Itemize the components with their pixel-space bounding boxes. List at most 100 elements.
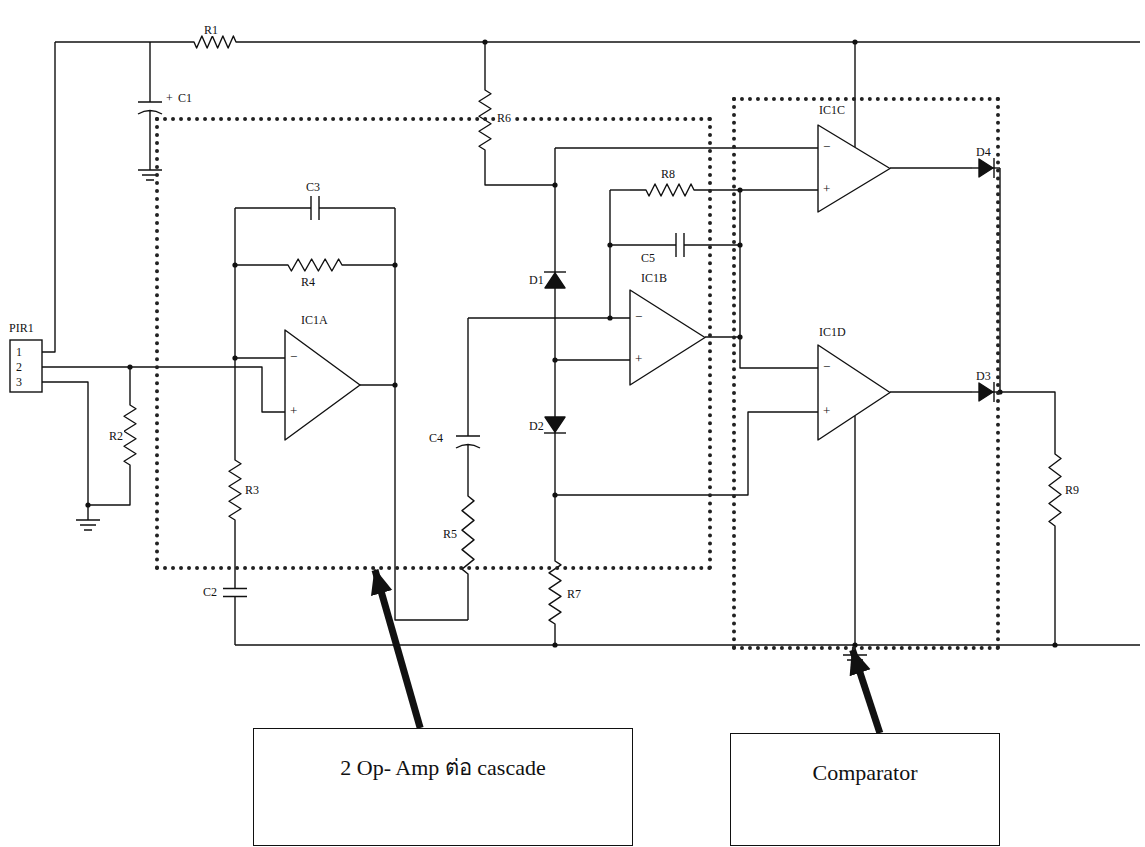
wire	[890, 391, 972, 392]
component-label: C2	[202, 586, 218, 598]
component-label: R9	[1064, 484, 1080, 496]
junction-dot	[1052, 642, 1057, 647]
wire	[740, 190, 818, 368]
resistor-symbol	[549, 540, 561, 645]
opamp-symbol	[630, 290, 705, 385]
component-label: PIR1	[8, 322, 35, 334]
component-label: C4	[428, 432, 444, 444]
diode-symbol	[979, 159, 993, 177]
component-label: R1	[203, 24, 219, 36]
junction-dot	[737, 242, 742, 247]
wire	[235, 264, 270, 265]
wire	[42, 367, 285, 412]
wire	[467, 600, 468, 620]
wire	[235, 357, 285, 358]
pin-sign: +	[822, 404, 831, 417]
component-label: R6	[496, 112, 512, 124]
wire	[330, 207, 395, 208]
junction-dot	[852, 39, 857, 44]
wire	[710, 189, 818, 190]
component-label: R8	[660, 168, 676, 180]
polarity-sign: +	[165, 92, 174, 104]
resistor-symbol	[1049, 430, 1061, 550]
wire	[854, 42, 855, 147]
component-label: C5	[640, 252, 656, 264]
diode-symbol	[545, 417, 565, 432]
callout-text: 2 Op- Amp ต่อ cascade	[330, 755, 555, 781]
capacitor-symbol	[456, 410, 480, 470]
callout-arrow	[375, 570, 420, 728]
junction-dot	[552, 182, 557, 187]
wire	[235, 644, 1140, 645]
resistor-symbol	[229, 440, 241, 540]
resistor-symbol	[124, 385, 136, 485]
component-label: C3	[305, 181, 321, 193]
wire	[555, 147, 818, 148]
wire	[609, 190, 610, 318]
wire	[395, 208, 468, 620]
component-label: D3	[975, 370, 992, 382]
wire	[129, 367, 130, 385]
component-label: R3	[244, 484, 260, 496]
pin-number: 3	[15, 376, 23, 388]
pir-sensor	[10, 340, 42, 392]
diode-symbol	[979, 383, 993, 401]
component-label: IC1C	[818, 104, 846, 116]
junction-dot	[232, 355, 237, 360]
wire	[250, 41, 1140, 42]
wire	[554, 305, 555, 400]
junction-dot	[127, 364, 132, 369]
resistor-symbol	[630, 184, 710, 196]
wire	[610, 189, 630, 190]
component-label: D2	[528, 420, 545, 432]
wire	[485, 170, 555, 185]
resistor-symbol	[180, 36, 250, 48]
capacitor-symbol	[223, 540, 247, 645]
opamp-symbol	[818, 345, 890, 440]
wire	[42, 42, 55, 352]
component-label: R7	[566, 588, 582, 600]
opamp-symbol	[818, 125, 890, 212]
junction-dot	[552, 492, 557, 497]
wire	[1054, 550, 1055, 645]
component-label: IC1A	[300, 314, 329, 326]
resistor-symbol	[270, 259, 360, 271]
junction-dot	[552, 357, 557, 362]
wire	[555, 412, 818, 495]
wire	[360, 384, 395, 385]
junction-dot	[737, 187, 742, 192]
wire	[555, 359, 630, 360]
junction-dot	[392, 262, 397, 267]
diode-bar	[993, 158, 994, 178]
dashed-region: C3R4IC1AR3R5C4R6D1D2R8C5IC1B	[155, 117, 712, 570]
component-label: C1	[177, 92, 193, 104]
capacitor-symbol	[300, 196, 330, 220]
junction-dot	[85, 502, 90, 507]
pin-sign: −	[289, 350, 298, 363]
wire	[484, 42, 485, 70]
pin-number: 1	[15, 346, 23, 358]
wire	[360, 264, 395, 265]
wire	[55, 41, 180, 42]
wire	[610, 244, 665, 245]
component-label: D4	[975, 146, 992, 158]
junction-dot	[232, 262, 237, 267]
component-label: R2	[108, 430, 124, 442]
ground-symbol	[76, 520, 100, 530]
component-label: IC1B	[640, 272, 668, 284]
diode-bar	[993, 382, 994, 402]
wire	[234, 208, 235, 440]
diode-bar	[544, 432, 566, 433]
junction-dot	[607, 315, 612, 320]
pin-sign: −	[634, 310, 643, 323]
wire	[467, 318, 468, 410]
pin-sign: +	[822, 182, 831, 195]
wire	[854, 416, 855, 655]
wire	[468, 317, 630, 318]
callout-text: Comparator	[802, 760, 927, 786]
callout-box: 2 Op- Amp ต่อ cascade	[253, 728, 633, 846]
resistor-symbol	[462, 470, 474, 600]
junction-dot	[392, 382, 397, 387]
pin-sign: +	[289, 404, 298, 417]
